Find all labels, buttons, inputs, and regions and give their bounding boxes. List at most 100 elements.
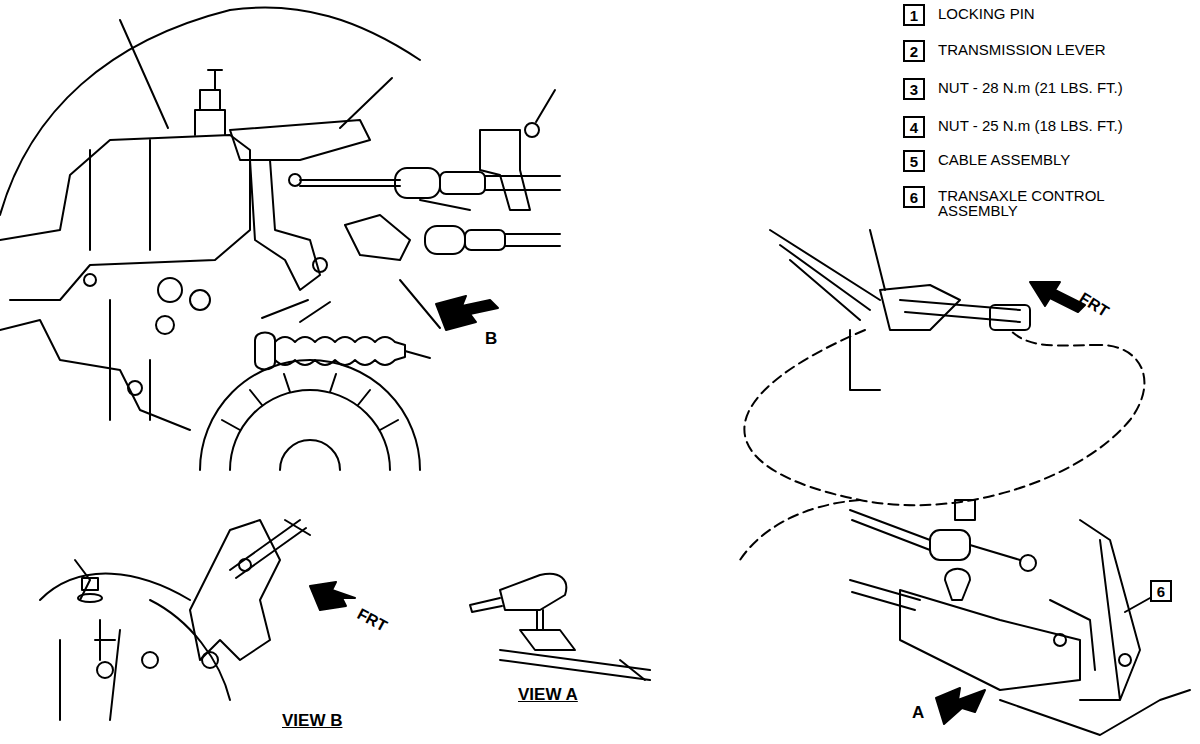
cable-bundle [770, 230, 880, 320]
base-plate [520, 630, 575, 650]
bracket-bolt [313, 258, 327, 272]
boot-end [255, 333, 275, 370]
pin [537, 610, 543, 630]
cable-mount [345, 215, 410, 260]
case-bolt [84, 274, 96, 286]
flywheel [230, 390, 390, 470]
control-knob [500, 574, 566, 610]
cable-end [900, 300, 1020, 322]
cable-fitting [930, 530, 970, 560]
control-base [900, 590, 1080, 690]
callout-number: 2 [910, 44, 918, 59]
base-rail [500, 650, 650, 680]
leader-line [420, 200, 470, 210]
direction-label: FRT [1077, 290, 1112, 320]
cable-core [970, 545, 1020, 560]
washer [78, 594, 102, 602]
direction-label: A [912, 704, 924, 721]
callout-number: 1 [910, 8, 918, 23]
bolt-hole [97, 662, 113, 678]
housing-outline [40, 574, 190, 600]
cable-end [300, 180, 400, 186]
leader-line [536, 90, 555, 122]
case-boss [190, 290, 210, 310]
bolt-hole [142, 652, 158, 668]
pivot-bolt [1054, 634, 1066, 646]
retaining-clip [955, 500, 975, 520]
leader-line [405, 351, 430, 358]
locking-pin [208, 70, 222, 90]
housing-outline [0, 320, 190, 430]
callout-number: 4 [910, 120, 918, 135]
floor-bracket [850, 230, 885, 390]
callout-box: 5 [903, 150, 925, 172]
front-arrow [1030, 282, 1085, 312]
callout-number: 3 [910, 82, 918, 97]
leader-line [262, 300, 330, 322]
cable-retainer [880, 285, 960, 330]
stud [95, 620, 115, 660]
front-arrow [310, 582, 355, 610]
view-b [40, 520, 355, 720]
case-bolt [128, 381, 142, 395]
leader-line [285, 520, 310, 535]
view-arrow [936, 688, 985, 724]
part-name: TRANSMISSION LEVER [938, 42, 1106, 57]
transaxle-view [0, 7, 560, 470]
direction-label: FRT [354, 606, 389, 635]
callout-number: 6 [910, 190, 918, 205]
callout-box: 2 [903, 40, 925, 62]
leader-line [340, 78, 392, 128]
transmission-lever [230, 120, 370, 160]
shifter-lever [1050, 600, 1095, 670]
callout-box: 6 [1150, 580, 1172, 602]
leader-line [620, 660, 645, 680]
part-name: TRANSAXLE CONTROL ASSEMBLY [938, 188, 1163, 218]
flywheel-teeth [222, 374, 398, 430]
housing-outline [0, 10, 230, 215]
nut [82, 578, 98, 590]
nut [239, 559, 251, 571]
view-title: VIEW A [518, 686, 578, 703]
callout-box: 6 [903, 186, 925, 208]
cable-fitting [395, 168, 440, 198]
housing-outline [60, 600, 230, 720]
cable-route [1010, 330, 1100, 346]
callout-number: 5 [910, 154, 918, 169]
cable-eye [1020, 555, 1036, 571]
gearbox-case [0, 135, 250, 300]
case-boss [156, 316, 174, 334]
cable-stud [230, 520, 306, 578]
housing-outline [230, 7, 420, 60]
select-cable [850, 580, 920, 610]
leader-line [120, 20, 168, 128]
shift-cable [850, 510, 930, 550]
clip-nut [525, 123, 539, 137]
case-rib [90, 140, 150, 420]
cable-fitting [440, 172, 485, 194]
leader-line [400, 280, 440, 328]
view-arrow [436, 296, 498, 330]
cable-fitting [465, 230, 505, 250]
direction-label: B [485, 330, 497, 347]
part-name: LOCKING PIN [938, 6, 1035, 21]
case-boss [158, 278, 182, 302]
callout-box: 3 [903, 78, 925, 100]
shifter-tower [1080, 520, 1140, 700]
callout-number: 6 [1157, 584, 1165, 599]
view-title: VIEW B [282, 712, 342, 729]
callout-box: 1 [903, 4, 925, 26]
locking-pin [195, 90, 225, 135]
cable-fitting [425, 226, 465, 254]
bolt-hole [202, 652, 218, 668]
pivot-bolt [1119, 654, 1131, 666]
cable-route [744, 330, 1144, 505]
cable-route [740, 500, 860, 560]
leader-line [1125, 598, 1150, 612]
part-name: NUT - 28 N.m (21 LBS. FT.) [938, 80, 1123, 95]
flywheel [200, 360, 420, 470]
select-cable [505, 234, 560, 246]
